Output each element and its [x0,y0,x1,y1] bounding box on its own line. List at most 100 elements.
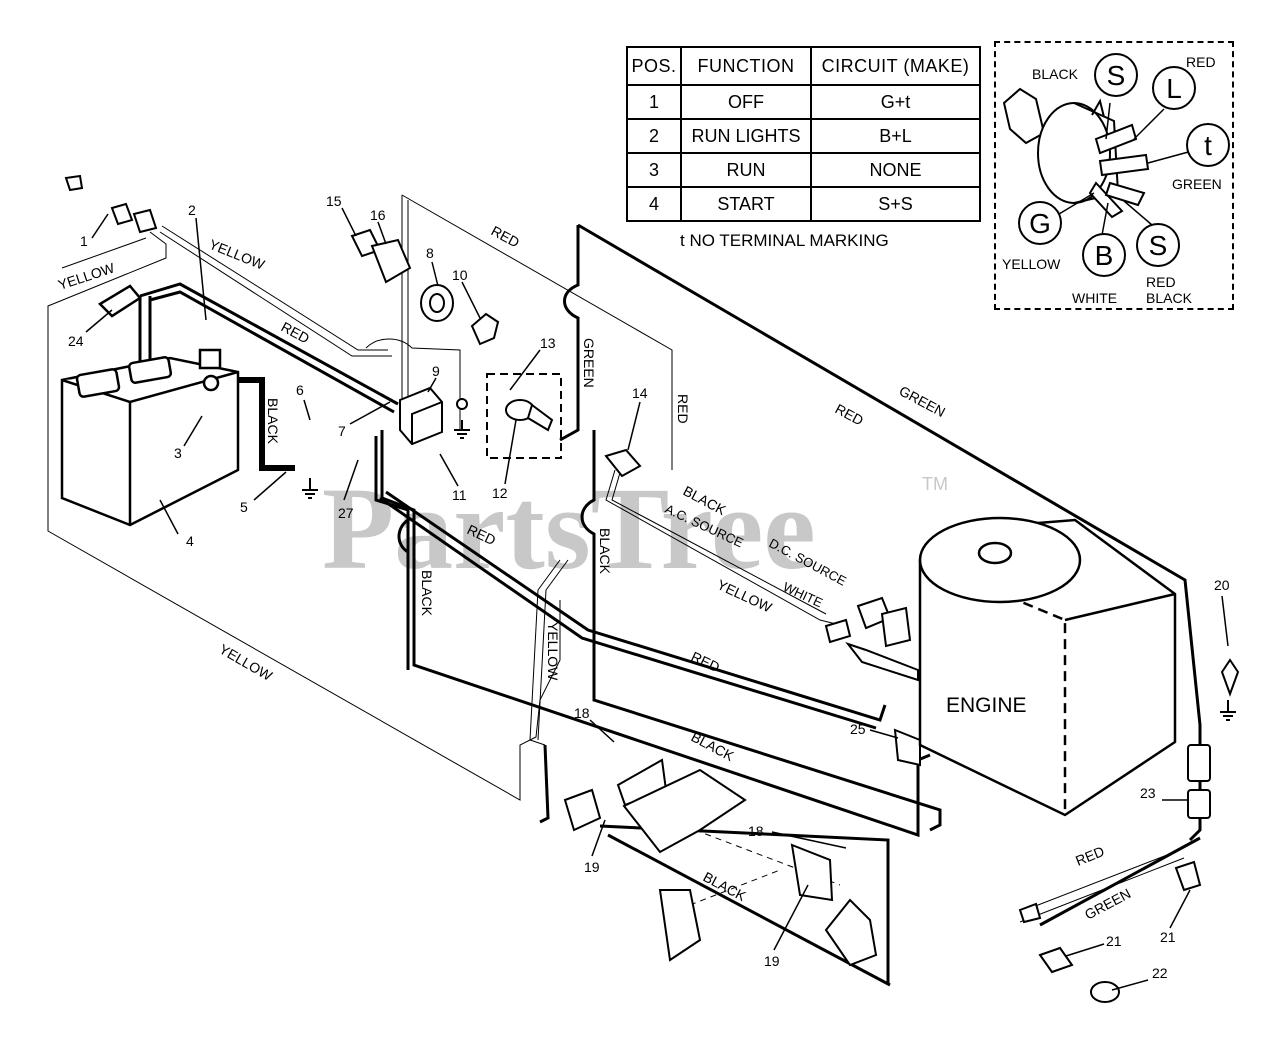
part-number: 12 [492,485,508,501]
wire-color-label: BLACK [1146,290,1193,306]
engine-label: ENGINE [946,694,1027,717]
wire-label: YELLOW [207,236,268,273]
part-number: 21 [1160,929,1176,945]
part-number: 22 [1152,965,1168,981]
part-number: 21 [1106,933,1122,949]
column-header: CIRCUIT (MAKE) [810,46,981,86]
table-row: 1 OFF G+t [626,84,981,120]
table-cell: 1 [626,84,682,120]
table-cell: 4 [626,186,682,222]
table-cell: RUN [680,152,812,188]
column-header: FUNCTION [680,46,812,86]
switch-function-table: POS. FUNCTION CIRCUIT (MAKE) 1 OFF G+t 2… [626,46,981,222]
ignition-switch-assembly [350,228,562,459]
wire-color-label: GREEN [1172,176,1222,192]
terminal-letter: G [1029,208,1051,239]
table-cell: G+t [810,84,981,120]
wire-label: RED [489,223,523,251]
part-number: 27 [338,505,354,521]
part-number: 20 [1214,577,1230,593]
part-number: 11 [452,487,467,503]
wire-label: YELLOW [217,641,276,684]
wire-label: RED [675,394,691,424]
terminal-l [1152,66,1196,110]
part-number: 18 [748,823,764,839]
watermark: PartsTree [322,463,816,594]
wire-color-label: RED [1186,54,1216,70]
battery [60,284,240,527]
part-number: 25 [850,721,866,737]
terminal-marking-note: t NO TERMINAL MARKING [680,231,889,250]
terminal-letter: B [1095,240,1114,271]
part-number: 1 [80,233,88,249]
part-number: 19 [764,953,780,969]
wire-label: BLACK [265,398,281,445]
part-number: 8 [426,245,434,261]
wire-label: GREEN [1082,885,1133,923]
wire-label: BLACK [701,869,750,905]
watermark-trademark: TM [922,474,948,494]
part-number: 24 [68,333,84,349]
part-number: 10 [452,267,468,283]
part-number: 16 [370,207,386,223]
connector-parts [64,174,1240,1003]
part-number: 13 [540,335,556,351]
wire-label: BLACK [419,570,435,617]
wire-label: RED [833,401,867,429]
terminal-letter: L [1166,73,1182,104]
table-cell: START [680,186,812,222]
wire-label: YELLOW [545,622,561,681]
table-cell: 2 [626,118,682,154]
part-number: 23 [1140,785,1156,801]
terminal-circles [1018,53,1230,277]
wire-label: GREEN [581,338,597,388]
part-number: 4 [186,533,194,549]
starter-solenoid [399,386,468,446]
wire-color-label: BLACK [1032,66,1079,82]
thin-wires [47,194,1185,923]
part-number: 19 [584,859,600,875]
wire-color-label: YELLOW [1002,256,1061,272]
terminal-s-bottom [1136,223,1180,267]
ignition-switch-inset: S L t G B S BLACK RED GREEN YELLOW WHITE… [994,41,1234,310]
part-number: 7 [338,423,346,439]
terminal-letter: S [1149,230,1168,261]
table-cell: B+L [810,118,981,154]
table-cell: 3 [626,152,682,188]
table-cell: NONE [810,152,981,188]
table-row: 3 RUN NONE [626,152,981,188]
ignition-switch-drawing: S L t G B S BLACK RED GREEN YELLOW WHITE… [1002,53,1230,306]
wire-label: BLACK [597,528,613,575]
ground-symbols [302,420,1236,721]
table-header-row: POS. FUNCTION CIRCUIT (MAKE) [626,46,981,86]
wire-label: YELLOW [56,259,117,292]
part-number: 9 [432,363,440,379]
terminal-letter: S [1107,60,1126,91]
callout-leaders [85,207,1229,991]
table-cell: RUN LIGHTS [680,118,812,154]
wire-label: RED [1073,843,1106,869]
part-number: 15 [326,193,342,209]
column-header: POS. [626,46,682,86]
part-number-labels: 1 2 3 4 5 6 7 8 9 10 11 12 13 14 15 16 1… [68,193,1230,981]
part-number: 14 [632,385,648,401]
table-row: 4 START S+S [626,186,981,222]
part-number: 6 [296,382,304,398]
thick-wires [138,223,1202,987]
engine [918,516,1177,817]
terminal-t [1186,123,1230,167]
terminal-b [1082,233,1126,277]
wire-color-label: WHITE [1072,290,1117,306]
table-row: 2 RUN LIGHTS B+L [626,118,981,154]
table-cell: S+S [810,186,981,222]
terminal-letter: t [1204,130,1212,161]
part-number: 2 [188,202,196,218]
wire-color-label: RED [1146,274,1176,290]
table-cell: OFF [680,84,812,120]
part-number: 3 [174,445,182,461]
ignition-key-icon [1002,87,1046,145]
part-number: 18 [574,705,590,721]
part-number: 5 [240,499,248,515]
terminal-s-top [1094,53,1138,97]
